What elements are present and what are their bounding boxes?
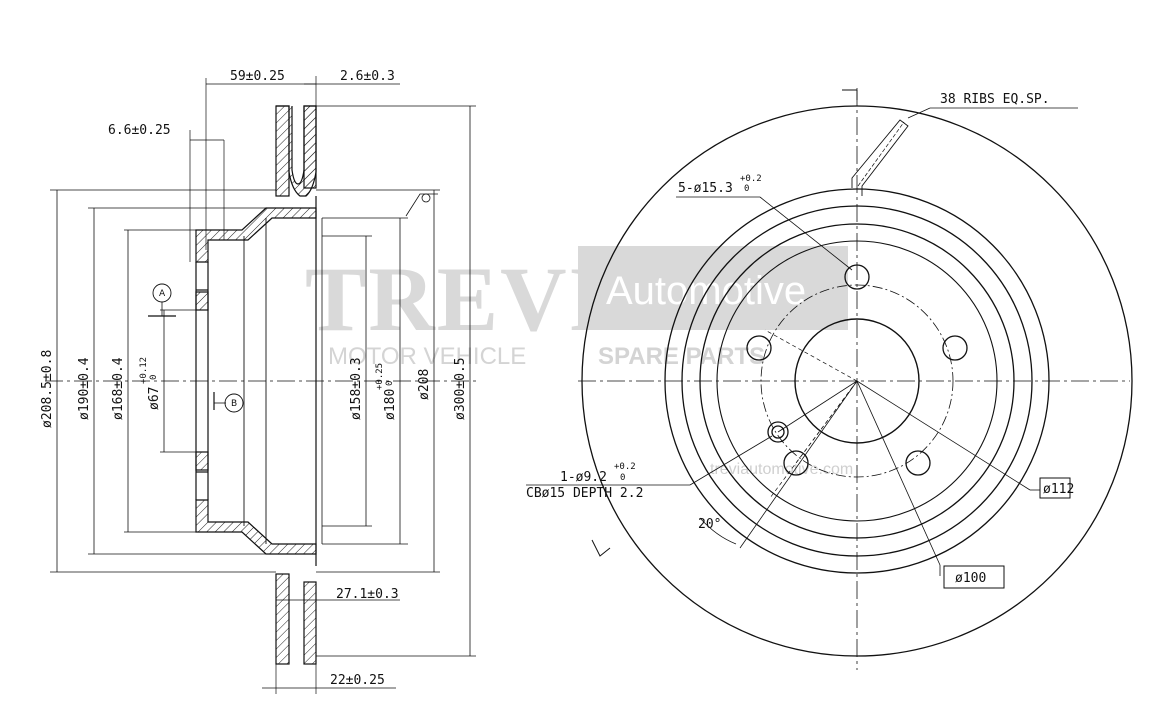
label-bolt-holes-tol-up: +0.2 (740, 174, 762, 184)
label-angle: 20° (698, 517, 721, 532)
label-small-hole: 1-ø9.2 (560, 470, 607, 485)
front-view-labels: 38 RIBS EQ.SP. 5-ø15.3 +0.2 0 1-ø9.2 +0.… (526, 92, 1074, 586)
front-view (526, 88, 1133, 670)
dim-thickness-22: 22±0.25 (330, 673, 385, 688)
dim-dia-67-tol-up: +0.12 (139, 357, 149, 384)
label-small-hole-tol-up: +0.2 (614, 462, 636, 472)
section-view (45, 76, 480, 694)
label-pcd-112: ø112 (1043, 482, 1074, 497)
label-bolt-holes: 5-ø15.3 (678, 181, 733, 196)
dim-dia-158: ø158±0.3 (349, 357, 364, 420)
watermark-brand: TREVI (305, 248, 606, 350)
dim-dia-208-5: ø208.5±0.8 (40, 350, 55, 428)
label-small-hole-tol-lo: 0 (620, 473, 625, 483)
dim-width-59: 59±0.25 (230, 69, 285, 84)
dim-dia-67-tol-lo: 0 (149, 375, 159, 380)
section-view-labels: 59±0.25 2.6±0.3 6.6±0.25 ø208.5±0.8 ø190… (40, 69, 468, 688)
dim-thickness-6-6: 6.6±0.25 (108, 123, 171, 138)
label-counterbore: CBø15 DEPTH 2.2 (526, 486, 643, 501)
datum-b-label: B (231, 399, 237, 409)
dim-dia-300: ø300±0.5 (453, 357, 468, 420)
datum-a-label: A (159, 289, 166, 299)
dim-dia-180-tol-lo: 0 (385, 381, 395, 386)
dim-dia-67: ø67 (147, 387, 162, 410)
watermark: TREVI Automotive MOTOR VEHICLE SPARE PAR… (305, 246, 853, 478)
watermark-tagline-light: MOTOR VEHICLE (328, 343, 526, 370)
label-pcd-100: ø100 (955, 571, 986, 586)
dim-dia-168: ø168±0.4 (111, 357, 126, 420)
dim-dia-180-tol-up: +0.25 (375, 363, 385, 390)
front-view-boxes (943, 477, 1071, 589)
dim-dia-190: ø190±0.4 (77, 357, 92, 420)
watermark-tagline-bold: SPARE PARTS (598, 343, 765, 370)
label-bolt-holes-tol-lo: 0 (744, 184, 749, 194)
dim-dia-208: ø208 (417, 369, 432, 400)
dim-dia-180: ø180 (383, 389, 398, 420)
watermark-badge (578, 246, 848, 330)
dim-thickness-27-1: 27.1±0.3 (336, 587, 399, 602)
label-ribs: 38 RIBS EQ.SP. (940, 92, 1050, 107)
dim-thickness-2-6: 2.6±0.3 (340, 69, 395, 84)
watermark-brand-sub: Automotive (606, 269, 806, 313)
